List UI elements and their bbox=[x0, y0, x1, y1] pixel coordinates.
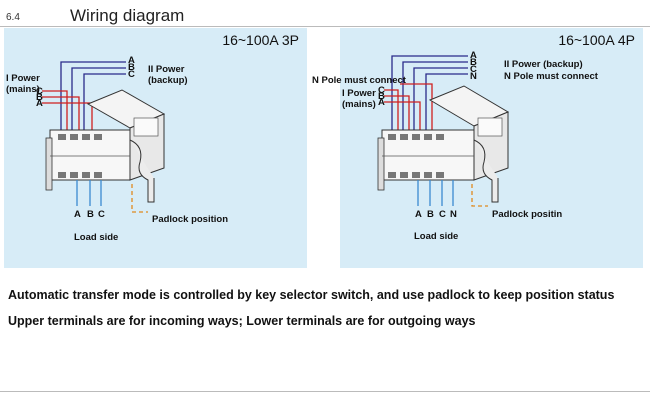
mains-wire-a bbox=[384, 101, 421, 134]
panel-heading-3p: 16~100A 3P bbox=[222, 32, 299, 48]
mains-phase-b: B bbox=[36, 92, 43, 103]
mains-phase-c: C bbox=[36, 86, 43, 97]
backup-power-label: II Power (backup) bbox=[148, 64, 188, 86]
mains-phase-c: C bbox=[378, 85, 385, 96]
mains-phase-a: A bbox=[36, 98, 43, 109]
switch-body bbox=[45, 89, 166, 203]
load-side-label: Load side bbox=[74, 232, 119, 243]
mains-wire-b bbox=[384, 95, 410, 134]
backup-phase-b: B bbox=[470, 57, 477, 68]
backup-phase-n: N bbox=[470, 71, 477, 82]
backup-phase-b: B bbox=[128, 62, 135, 73]
mains-power-label: I Power (mains) bbox=[342, 88, 376, 110]
note-automatic-transfer: Automatic transfer mode is controlled by… bbox=[8, 288, 615, 302]
wiring-illustration-4p bbox=[377, 55, 510, 207]
backup-wire-c bbox=[83, 73, 126, 134]
mains-npole-note: N Pole must connect bbox=[312, 75, 406, 86]
title-divider bbox=[0, 26, 650, 27]
backup-phase-c: C bbox=[128, 69, 135, 80]
backup-wire-c bbox=[413, 67, 468, 134]
padlock-leader bbox=[471, 184, 488, 207]
backup-wire-n bbox=[425, 73, 468, 134]
load-phase-c: C bbox=[439, 209, 446, 220]
page-title: Wiring diagram bbox=[70, 6, 185, 25]
mains-wire-b bbox=[42, 96, 80, 134]
padlock-label: Padlock positin bbox=[492, 209, 563, 220]
mains-wire-c bbox=[42, 90, 68, 134]
wiring-illustration-3p bbox=[42, 61, 166, 213]
load-phase-c: C bbox=[98, 209, 105, 220]
backup-wire-b bbox=[71, 67, 126, 134]
load-phase-b: B bbox=[87, 209, 94, 220]
backup-npole-note: N Pole must connect bbox=[504, 71, 598, 82]
wiring-panel-4p: 16~100A 4P A B C N II Power (backup) N P… bbox=[312, 28, 643, 268]
backup-power-label: II Power (backup) bbox=[504, 59, 583, 70]
backup-wire-a bbox=[391, 55, 468, 134]
backup-wire-a bbox=[60, 61, 126, 134]
backup-phase-a: A bbox=[470, 50, 477, 61]
load-phase-b: B bbox=[427, 209, 434, 220]
backup-phase-a: A bbox=[128, 55, 135, 66]
panel-heading-4p: 16~100A 4P bbox=[558, 32, 635, 48]
mains-wire-c bbox=[384, 89, 399, 134]
mains-power-label: I Power (mains) bbox=[6, 73, 40, 95]
switch-body bbox=[377, 85, 510, 203]
load-wires bbox=[76, 180, 102, 206]
note-terminals: Upper terminals are for incoming ways; L… bbox=[8, 314, 476, 328]
bottom-divider bbox=[0, 391, 650, 392]
mains-phase-b: B bbox=[378, 91, 385, 102]
load-phase-n: N bbox=[450, 209, 457, 220]
load-wires bbox=[417, 180, 454, 206]
padlock-leader bbox=[131, 184, 148, 213]
backup-wires bbox=[60, 61, 126, 134]
backup-phase-c: C bbox=[470, 64, 477, 75]
section-number: 6.4 bbox=[6, 12, 20, 23]
mains-wire-n bbox=[400, 83, 433, 134]
backup-wire-b bbox=[402, 61, 468, 134]
wiring-panel-3p: 16~100A 3P A B C II Power (backup) I Pow… bbox=[4, 28, 307, 268]
padlock-label: Padlock position bbox=[152, 214, 229, 225]
load-phase-a: A bbox=[74, 209, 81, 220]
backup-wires bbox=[391, 55, 468, 134]
load-side-label: Load side bbox=[414, 231, 459, 242]
mains-wires bbox=[384, 83, 433, 134]
load-phase-a: A bbox=[415, 209, 422, 220]
mains-phase-a: A bbox=[378, 97, 385, 108]
